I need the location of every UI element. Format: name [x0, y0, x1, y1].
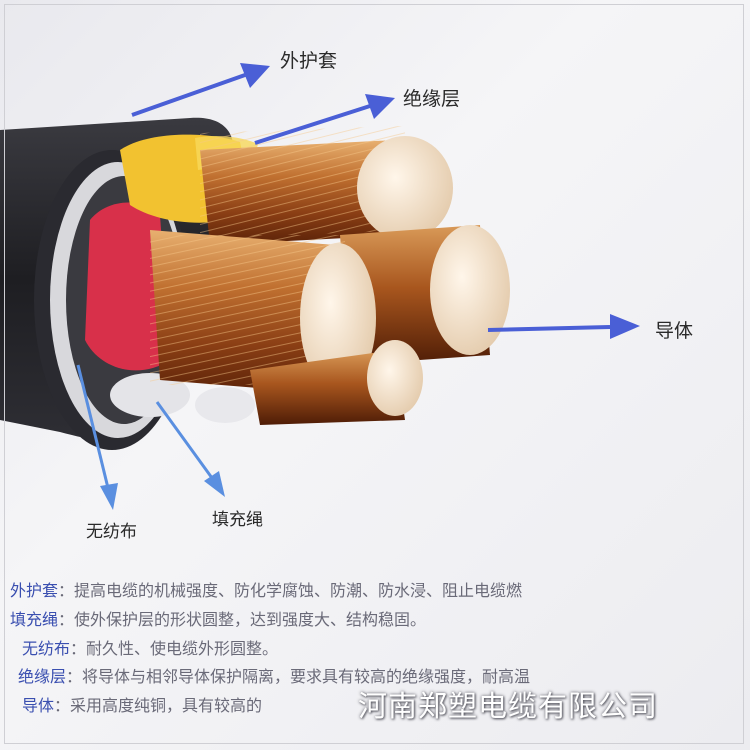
red-insulation-shape — [85, 202, 170, 371]
description-text: 采用高度纯铜，具有较高的 — [70, 696, 263, 715]
description-row-1: 外护套：提高电缆的机械强度、防化学腐蚀、防潮、防水浸、阻止电缆燃 — [10, 581, 523, 600]
description-row-5: 导体：采用高度纯铜，具有较高的 — [22, 696, 263, 715]
arrow-outer-sheath — [131, 63, 270, 117]
description-term: 填充绳 — [10, 610, 59, 629]
description-term: 绝缘层 — [18, 667, 67, 686]
label-outer-sheath: 外护套 — [280, 50, 338, 72]
description-term: 导体 — [22, 696, 55, 715]
conductor-right-end — [430, 225, 510, 355]
description-term: 无纺布 — [22, 639, 71, 658]
description-text: 提高电缆的机械强度、防化学腐蚀、防潮、防水浸、阻止电缆燃 — [74, 581, 523, 600]
label-nonwoven: 无纺布 — [86, 522, 137, 542]
company-watermark: 河南郑塑电缆有限公司 — [358, 689, 659, 723]
label-conductor: 导体 — [655, 320, 694, 342]
description-text: 使外保护层的形状圆整，达到强度大、结构稳固。 — [74, 610, 427, 629]
description-text: 耐久性、使电缆外形圆整。 — [86, 639, 279, 658]
arrow-filler-rope — [155, 401, 225, 497]
conductor-small-end — [367, 340, 423, 416]
description-text: 将导体与相邻导体保护隔离，要求具有较高的绝缘强度，耐高温 — [82, 667, 531, 686]
description-row-2: 填充绳：使外保护层的形状圆整，达到强度大、结构稳固。 — [10, 610, 427, 629]
description-row-4: 绝缘层：将导体与相邻导体保护隔离，要求具有较高的绝缘强度，耐高温 — [18, 667, 531, 686]
label-insulation: 绝缘层 — [403, 88, 461, 110]
description-term: 外护套 — [10, 581, 59, 600]
label-filler-rope: 填充绳 — [212, 510, 263, 530]
arrow-insulation — [254, 94, 395, 145]
arrow-conductor — [487, 314, 640, 339]
description-row-3: 无纺布：耐久性、使电缆外形圆整。 — [22, 639, 279, 658]
arrow-nonwoven — [76, 364, 118, 510]
conductor-top-end — [357, 136, 453, 240]
